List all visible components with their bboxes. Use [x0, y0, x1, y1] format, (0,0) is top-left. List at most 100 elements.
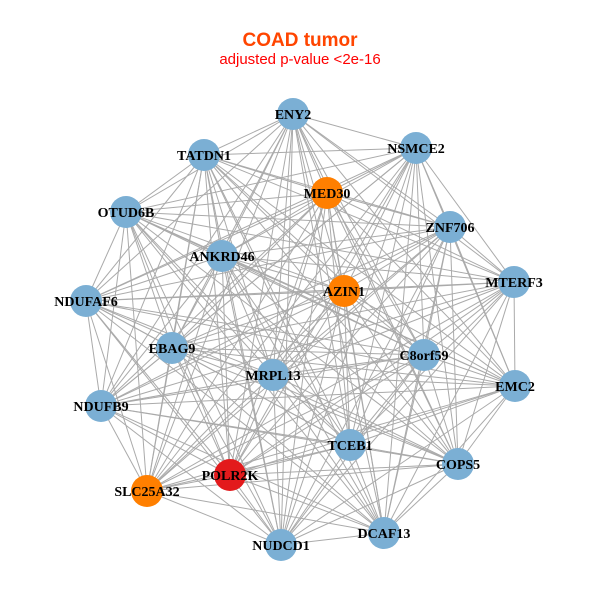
edge-ANKRD46-MTERF3: [221, 255, 515, 283]
edge-NDUFAF6-DCAF13: [85, 300, 385, 534]
edge-MRPL13-COPS5: [272, 374, 459, 465]
edge-TATDN1-DCAF13: [203, 154, 385, 534]
edge-OTUD6B-SLC25A32: [125, 211, 148, 492]
edge-MTERF3-SLC25A32: [146, 281, 515, 492]
edge-NSMCE2-POLR2K: [229, 147, 417, 476]
node-SLC25A32: [131, 475, 163, 507]
edge-ANKRD46-POLR2K: [221, 255, 231, 476]
edge-MRPL13-EMC2: [272, 374, 516, 387]
edge-C8orf59-SLC25A32: [146, 354, 425, 492]
edge-ZNF706-EMC2: [449, 226, 516, 387]
node-TATDN1: [188, 139, 220, 171]
edge-OTUD6B-MTERF3: [125, 211, 515, 283]
edge-EBAG9-SLC25A32: [146, 347, 173, 492]
edge-COPS5-NUDCD1: [280, 463, 459, 546]
edge-C8orf59-EMC2: [423, 354, 516, 387]
node-DCAF13: [368, 517, 400, 549]
edge-POLR2K-DCAF13: [229, 474, 385, 534]
edge-ZNF706-COPS5: [449, 226, 459, 465]
node-label: MRPL13: [245, 369, 300, 384]
node-label: OTUD6B: [98, 206, 155, 221]
edge-MED30-POLR2K: [229, 192, 328, 476]
node-label: TATDN1: [177, 149, 231, 164]
node-COPS5: [442, 448, 474, 480]
edge-MED30-C8orf59: [326, 192, 425, 356]
edge-TCEB1-NUDCD1: [280, 444, 351, 546]
edge-AZIN1-COPS5: [343, 290, 459, 465]
edge-MTERF3-EBAG9: [171, 281, 515, 349]
edge-ZNF706-SLC25A32: [146, 226, 451, 492]
edge-MTERF3-EMC2: [513, 281, 516, 387]
edge-EBAG9-POLR2K: [171, 347, 231, 476]
edge-OTUD6B-DCAF13: [125, 211, 385, 534]
edge-MTERF3-NDUFAF6: [85, 281, 515, 302]
edge-ZNF706-ANKRD46: [221, 226, 451, 257]
edge-NDUFB9-SLC25A32: [100, 405, 148, 492]
node-MRPL13: [257, 359, 289, 391]
edge-ZNF706-NUDCD1: [280, 226, 451, 546]
edge-MTERF3-NDUFB9: [100, 281, 515, 407]
edge-MTERF3-DCAF13: [383, 281, 515, 534]
node-label: POLR2K: [202, 469, 259, 484]
edge-NDUFB9-POLR2K: [100, 405, 231, 476]
edge-TATDN1-NDUFAF6: [85, 154, 205, 302]
node-NSMCE2: [400, 132, 432, 164]
edge-C8orf59-POLR2K: [229, 354, 425, 476]
edge-ZNF706-NDUFB9: [100, 226, 451, 407]
node-ENY2: [277, 98, 309, 130]
edge-TCEB1-SLC25A32: [146, 444, 351, 492]
edge-EMC2-POLR2K: [229, 385, 516, 476]
node-NDUFAF6: [70, 285, 102, 317]
edge-NDUFAF6-EMC2: [85, 300, 516, 387]
edge-OTUD6B-NUDCD1: [125, 211, 282, 546]
node-OTUD6B: [110, 196, 142, 228]
edge-OTUD6B-NDUFAF6: [85, 211, 127, 302]
node-AZIN1: [328, 275, 360, 307]
edge-C8orf59-DCAF13: [383, 354, 425, 534]
node-ZNF706: [434, 211, 466, 243]
edge-OTUD6B-ZNF706: [125, 211, 451, 228]
edge-COPS5-POLR2K: [229, 463, 459, 476]
node-label: ZNF706: [426, 221, 475, 236]
edge-ANKRD46-NUDCD1: [221, 255, 282, 546]
node-label: ANKRD46: [189, 250, 254, 265]
edge-ENY2-MTERF3: [292, 113, 515, 283]
edge-EBAG9-COPS5: [171, 347, 459, 465]
edge-NSMCE2-OTUD6B: [125, 147, 417, 213]
edge-TATDN1-EMC2: [203, 154, 516, 387]
edge-ENY2-TATDN1: [203, 113, 294, 156]
edge-AZIN1-NUDCD1: [280, 290, 345, 546]
node-label: ENY2: [275, 108, 312, 123]
edge-COPS5-SLC25A32: [146, 463, 459, 492]
edge-TATDN1-OTUD6B: [125, 154, 205, 213]
node-label: NDUFAF6: [54, 295, 118, 310]
edge-MTERF3-NUDCD1: [280, 281, 515, 546]
edge-NDUFAF6-NDUFB9: [85, 300, 102, 407]
node-label: NSMCE2: [387, 142, 445, 157]
edge-NDUFAF6-POLR2K: [85, 300, 231, 476]
edge-AZIN1-SLC25A32: [146, 290, 345, 492]
node-MTERF3: [498, 266, 530, 298]
edge-ENY2-TCEB1: [292, 113, 351, 446]
chart-title: COAD tumor: [242, 30, 358, 51]
edge-NDUFAF6-NUDCD1: [85, 300, 282, 546]
edge-OTUD6B-MRPL13: [125, 211, 274, 376]
edge-ANKRD46-EMC2: [221, 255, 516, 387]
edge-MED30-MTERF3: [326, 192, 515, 283]
edge-ANKRD46-MRPL13: [221, 255, 274, 376]
edge-ENY2-NDUFAF6: [85, 113, 294, 302]
edge-NSMCE2-NDUFAF6: [85, 147, 417, 302]
edge-NDUFAF6-SLC25A32: [85, 300, 148, 492]
edge-NDUFAF6-C8orf59: [85, 300, 425, 356]
edge-ANKRD46-NDUFAF6: [85, 255, 223, 302]
edge-TCEB1-COPS5: [349, 444, 459, 465]
chart-subtitle: adjusted p-value <2e-16: [219, 51, 381, 68]
node-label: C8orf59: [400, 349, 449, 364]
edge-MTERF3-POLR2K: [229, 281, 515, 476]
edge-EMC2-NUDCD1: [280, 385, 516, 546]
edge-MED30-NUDCD1: [280, 192, 328, 546]
edge-EMC2-SLC25A32: [146, 385, 516, 492]
node-MED30: [311, 177, 343, 209]
edge-MTERF3-MRPL13: [272, 281, 515, 376]
